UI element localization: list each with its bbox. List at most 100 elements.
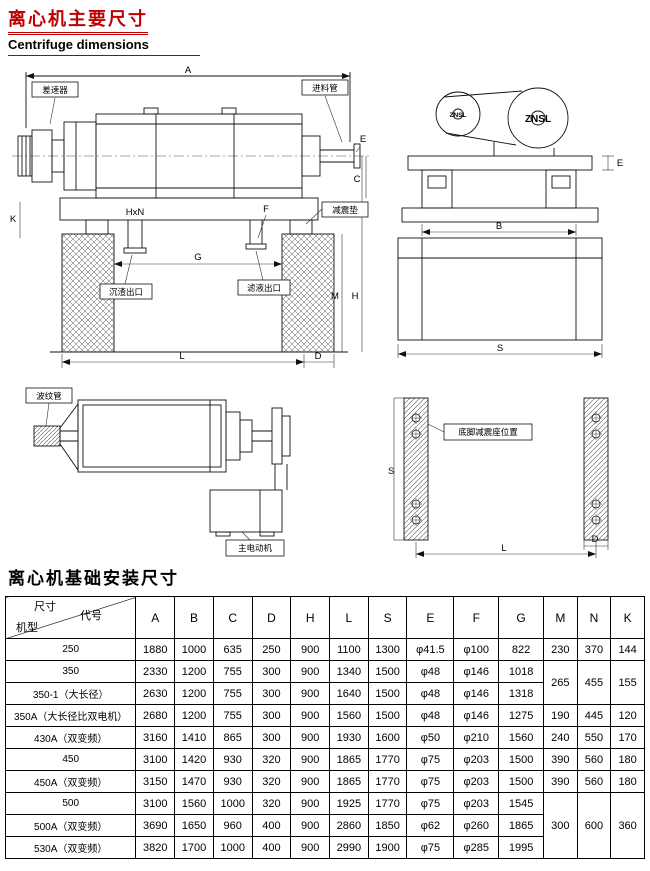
column-header: E (406, 596, 455, 639)
brand-logo-small: ZNSL (450, 112, 467, 119)
dim-value-cell: 190 (543, 704, 578, 727)
dim-value-cell: 1500 (367, 682, 408, 705)
dim-B-label: B (496, 221, 502, 232)
dim-value-cell: 865 (212, 726, 253, 749)
dim-value-cell: 2630 (135, 682, 176, 705)
dim-value-cell: 1770 (367, 748, 408, 771)
page-title-chinese: 离心机主要尺寸 (8, 5, 148, 35)
dim-H-label: H (352, 291, 359, 302)
dim-E-label: E (617, 158, 623, 169)
dim-value-cell: 320 (251, 792, 292, 815)
dim-value-cell: 265 (543, 660, 578, 705)
side-view-dimension-lines (19, 95, 367, 368)
dim-value-cell: 390 (543, 748, 578, 771)
dim-value-cell: 560 (576, 770, 612, 793)
dim-value-cell: 755 (212, 704, 253, 727)
dim-value-cell: 300 (251, 704, 292, 727)
dim-value-cell: φ48 (406, 660, 455, 683)
dim-value-cell: 1700 (174, 836, 214, 859)
shock-pad-label: 减震垫 (332, 205, 358, 215)
dim-value-cell: 635 (212, 638, 253, 661)
dim-value-cell: φ75 (406, 836, 455, 859)
table-corner-cell: 尺寸 代号 机型 (4, 596, 137, 639)
dim-M-label: M (331, 291, 339, 302)
dim-value-cell: 1995 (498, 836, 544, 859)
dim-value-cell: φ203 (453, 770, 500, 793)
dim-value-cell: 1560 (498, 726, 544, 749)
column-header: M (543, 596, 578, 639)
dim-value-cell: φ48 (406, 682, 455, 705)
corner-label-dimension: 尺寸 (34, 601, 56, 613)
column-header: N (576, 596, 612, 639)
dim-value-cell: 240 (543, 726, 578, 749)
dim-value-cell: 300 (251, 726, 292, 749)
end-view-outline (397, 87, 603, 341)
dim-value-cell: 900 (290, 726, 331, 749)
dim-value-cell: 445 (576, 704, 612, 727)
side-view-machine-outline (17, 72, 361, 353)
dim-value-cell: 1600 (367, 726, 408, 749)
dim-value-cell: 1770 (367, 792, 408, 815)
model-name-cell: 530A（双变频） (4, 836, 137, 859)
dim-value-cell: 900 (290, 814, 331, 837)
column-header: L (329, 596, 369, 639)
dim-value-cell: φ48 (406, 704, 455, 727)
dim-value-cell: 550 (576, 726, 612, 749)
foundation-dimension-arrows (416, 551, 596, 557)
anchor-bolt-holes (410, 412, 602, 526)
sediment-outlet-callout-box (99, 283, 153, 300)
foot-mount-callout-box (443, 423, 533, 441)
model-name-cell: 450 (4, 748, 137, 771)
brand-logo-large: ZNSL (525, 114, 551, 125)
table-header-row: 尺寸 代号 机型 A B C D H L S E F G M N K (4, 596, 645, 639)
model-name-cell: 500A（双变频） (4, 814, 137, 837)
model-name-cell: 430A（双变频） (4, 726, 137, 749)
dim-value-cell: 900 (290, 770, 331, 793)
dim-G-label: G (194, 252, 201, 263)
dim-value-cell: φ75 (406, 770, 455, 793)
main-motor-label: 主电动机 (238, 543, 273, 553)
dim-value-cell: 400 (251, 814, 292, 837)
dim-value-cell: 1545 (498, 792, 544, 815)
dim-F-label: F (263, 204, 269, 215)
dim-value-cell: 1865 (498, 814, 544, 837)
filtrate-outlet-callout-box (237, 279, 291, 296)
dim-value-cell: 1000 (174, 638, 214, 661)
dim-value-cell: 2990 (329, 836, 369, 859)
dim-value-cell: 3820 (135, 836, 176, 859)
foundation-dimension-lines (393, 397, 609, 558)
column-header: F (453, 596, 500, 639)
dim-value-cell: 3100 (135, 748, 176, 771)
dim-value-cell: 1000 (212, 792, 253, 815)
dim-value-cell: 900 (290, 704, 331, 727)
filtrate-outlet-label: 滤液出口 (247, 283, 281, 293)
dim-value-cell: 930 (212, 770, 253, 793)
dim-value-cell: 455 (576, 660, 612, 705)
dim-value-cell: φ41.5 (406, 638, 455, 661)
shock-pad-callout-box (321, 201, 369, 218)
dim-HxN-label: HxN (126, 207, 145, 218)
column-header: K (610, 596, 645, 639)
dim-value-cell: 1500 (498, 748, 544, 771)
dim-value-cell: 1880 (135, 638, 176, 661)
dim-value-cell: 1275 (498, 704, 544, 727)
dim-value-cell: 1100 (329, 638, 369, 661)
end-view-dimension-lines (397, 155, 614, 358)
model-name-cell: 500 (4, 792, 137, 815)
bellows-label: 波纹管 (36, 391, 62, 401)
rotor-leader-lines (45, 402, 251, 541)
dim-value-cell: 1930 (329, 726, 369, 749)
end-view-drawing: ZNSL ZNSL E B S (397, 87, 623, 358)
model-name-cell: 450A（双变频） (4, 770, 137, 793)
column-header: B (174, 596, 214, 639)
dim-value-cell: 1650 (174, 814, 214, 837)
sediment-outlet-label: 沉渣出口 (109, 287, 143, 297)
dim-value-cell: 1340 (329, 660, 369, 683)
dim-value-cell: 120 (610, 704, 645, 727)
differential-callout-box (31, 81, 79, 98)
feed-pipe-label: 进料管 (312, 83, 338, 93)
